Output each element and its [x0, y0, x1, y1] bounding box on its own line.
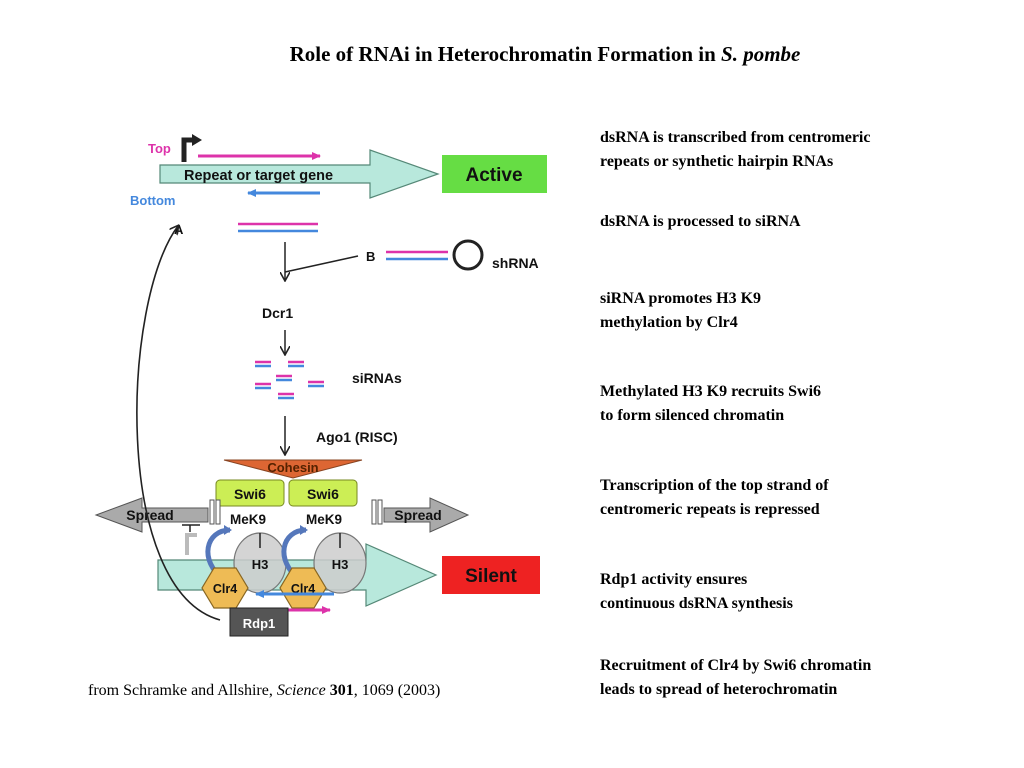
gene-arrow — [159, 149, 440, 199]
slide-title: Role of RNAi in Heterochromatin Formatio… — [0, 42, 1024, 67]
dcr1-label: Dcr1 — [262, 305, 293, 321]
cohesin-shape — [223, 459, 363, 479]
bottom-strand-label: Bottom — [130, 193, 176, 208]
label-b: B — [366, 249, 375, 264]
rdp1-box — [229, 607, 289, 637]
title-text: Role of RNAi in Heterochromatin Formatio… — [289, 42, 722, 66]
spread-arrow-left — [94, 497, 209, 533]
citation-suffix: , 1069 (2003) — [353, 682, 441, 699]
shrna-label: shRNA — [492, 255, 539, 271]
feedback-arrow — [136, 226, 221, 621]
sirnas-label: siRNAs — [352, 370, 402, 386]
rnai-diagram: Top Repeat or target gene Active Bottom … — [94, 134, 547, 637]
spread-label-left: Spread — [126, 507, 173, 523]
spread-arrow-right — [383, 497, 470, 533]
promoter-flag-icon — [181, 137, 194, 162]
silent-box — [442, 556, 540, 594]
citation: from Schramke and Allshire, Science 301,… — [88, 682, 440, 700]
note-transcription-repressed: Transcription of the top strand of centr… — [600, 477, 829, 518]
repressed-promoter-icon — [185, 533, 197, 555]
spread-label-right: Spread — [394, 507, 441, 523]
rdp1-label: Rdp1 — [243, 616, 276, 631]
note-sirna-methylation: siRNA promotes H3 K9 methylation by Clr4 — [600, 290, 762, 331]
note-dsrna-processing: dsRNA is processed to siRNA — [600, 213, 801, 230]
swi6-label-left: Swi6 — [234, 486, 266, 502]
hairpin-loop — [452, 239, 484, 271]
swi6-label-right: Swi6 — [307, 486, 339, 502]
note-heterochromatin-spread: Recruitment of Clr4 by Swi6 chromatin le… — [600, 657, 872, 698]
citation-journal: Science — [276, 682, 326, 699]
clr4-hexagon-right — [279, 567, 327, 609]
clr4-label-left: Clr4 — [213, 582, 237, 596]
swi6-box-left — [215, 479, 285, 507]
top-strand-label: Top — [148, 141, 171, 156]
citation-prefix: from Schramke and Allshire, — [88, 682, 277, 699]
gene-label: Repeat or target gene — [184, 168, 333, 184]
swi6-box-right — [288, 479, 358, 507]
title-species: S. pombe — [721, 42, 801, 66]
sirna-duplexes — [255, 360, 324, 400]
h3-label-left: H3 — [252, 557, 269, 572]
note-swi6-recruitment: Methylated H3 K9 recruits Swi6 to form s… — [600, 383, 822, 424]
note-rdp1-activity: Rdp1 activity ensures continuous dsRNA s… — [600, 571, 793, 612]
mek9-label-left: MeK9 — [230, 512, 266, 527]
ago1-label: Ago1 (RISC) — [316, 429, 398, 445]
silent-label: Silent — [465, 566, 517, 587]
citation-volume: 301 — [329, 682, 354, 699]
note-dsrna-transcription: dsRNA is transcribed from centromeric re… — [600, 129, 871, 170]
active-box — [442, 155, 547, 193]
cohesin-label: Cohesin — [267, 460, 318, 475]
mek9-label-right: MeK9 — [306, 512, 342, 527]
active-label: Active — [465, 165, 522, 186]
h3-label-right: H3 — [332, 557, 349, 572]
